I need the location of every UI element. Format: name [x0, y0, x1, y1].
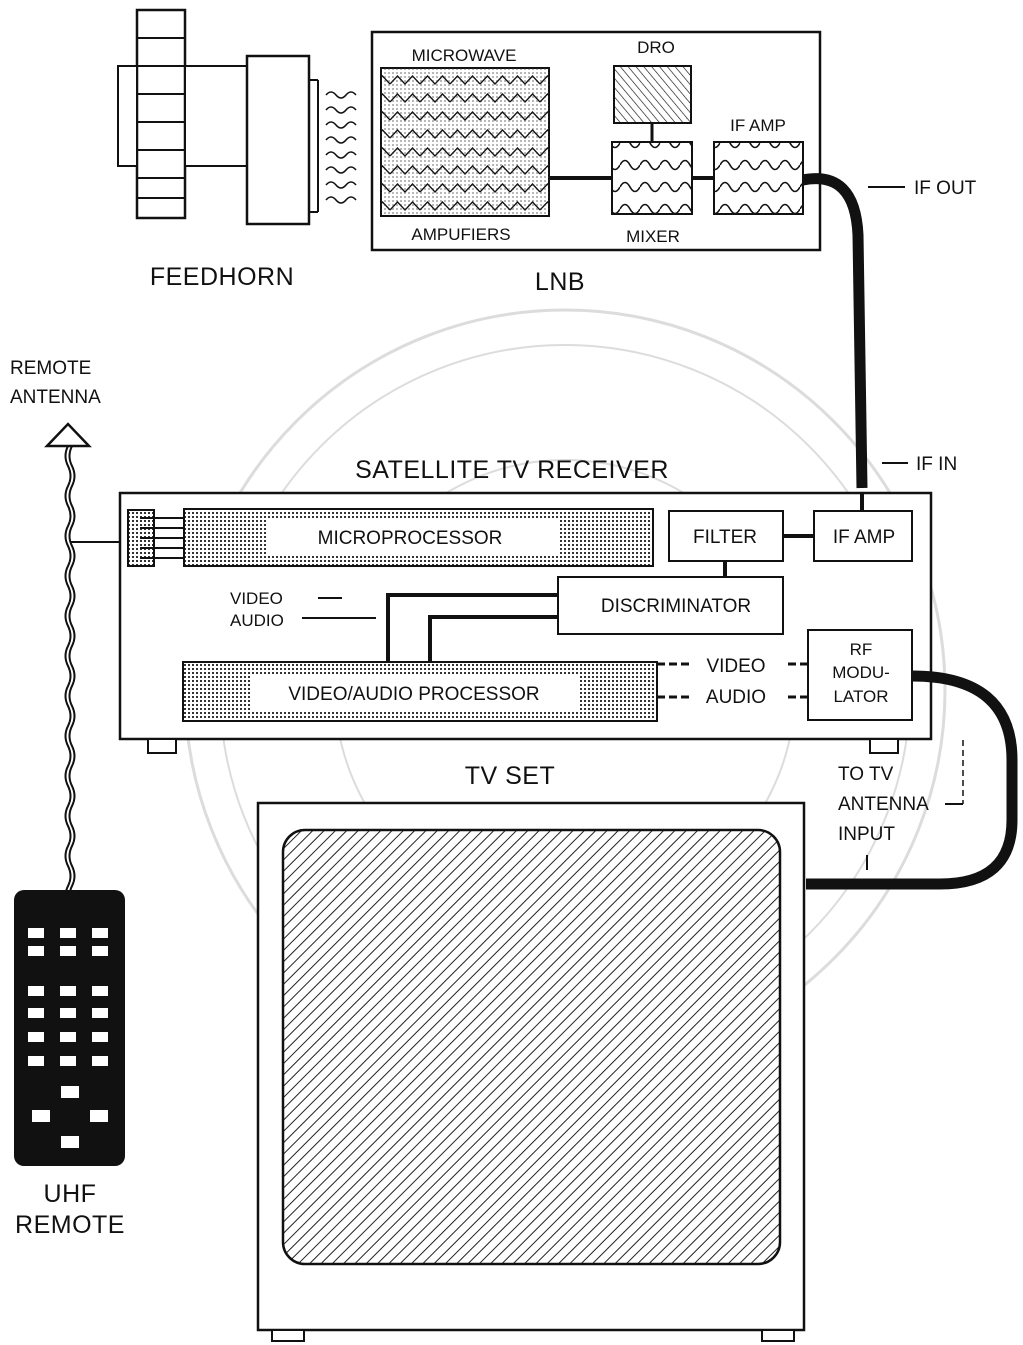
lnb-title: LNB	[535, 268, 585, 296]
lnb-if-amp-label: IF AMP	[730, 116, 786, 135]
uhf-remote-icon	[14, 890, 125, 1166]
microwave-label: MICROWAVE	[412, 46, 517, 65]
uhf-remote-label-1: UHF	[44, 1180, 97, 1208]
to-tv-label-3: INPUT	[838, 824, 895, 845]
if-in-label: IF IN	[916, 454, 957, 475]
audio-left-label: AUDIO	[230, 611, 284, 630]
to-tv-label-2: ANTENNA	[838, 794, 929, 815]
uhf-remote-label-2: REMOTE	[15, 1211, 125, 1239]
rf-label-1: RF	[850, 640, 873, 659]
tv-set	[256, 801, 806, 1342]
mixer-label: MIXER	[626, 227, 680, 246]
if-cable	[801, 173, 868, 489]
filter-label: FILTER	[693, 527, 757, 548]
remote-antenna-label-1: REMOTE	[10, 358, 91, 379]
va-processor-label: VIDEO/AUDIO PROCESSOR	[288, 684, 539, 705]
receiver-if-amp-label: IF AMP	[833, 527, 895, 548]
feedhorn	[117, 8, 357, 226]
lnb-box	[370, 30, 822, 252]
rf-label-2: MODU-	[832, 663, 890, 682]
microprocessor-label: MICROPROCESSOR	[318, 528, 503, 549]
amplifiers-label: AMPUFIERS	[411, 225, 510, 244]
receiver-box	[118, 491, 933, 754]
video-left-label: VIDEO	[230, 589, 283, 608]
tv-title: TV SET	[465, 762, 556, 790]
feedhorn-label: FEEDHORN	[150, 263, 294, 291]
remote-antenna-label-2: ANTENNA	[10, 387, 101, 408]
to-tv-label-1: TO TV	[838, 764, 894, 785]
if-out-label: IF OUT	[914, 178, 977, 199]
discriminator-label: DISCRIMINATOR	[601, 596, 751, 617]
audio-out-label: AUDIO	[706, 687, 766, 708]
receiver-title: SATELLITE TV RECEIVER	[355, 456, 669, 484]
antenna-icon	[44, 422, 120, 927]
video-out-label: VIDEO	[706, 656, 765, 677]
rf-label-3: LATOR	[833, 687, 888, 706]
rf-cable	[806, 670, 1018, 890]
dro-label: DRO	[637, 38, 675, 57]
